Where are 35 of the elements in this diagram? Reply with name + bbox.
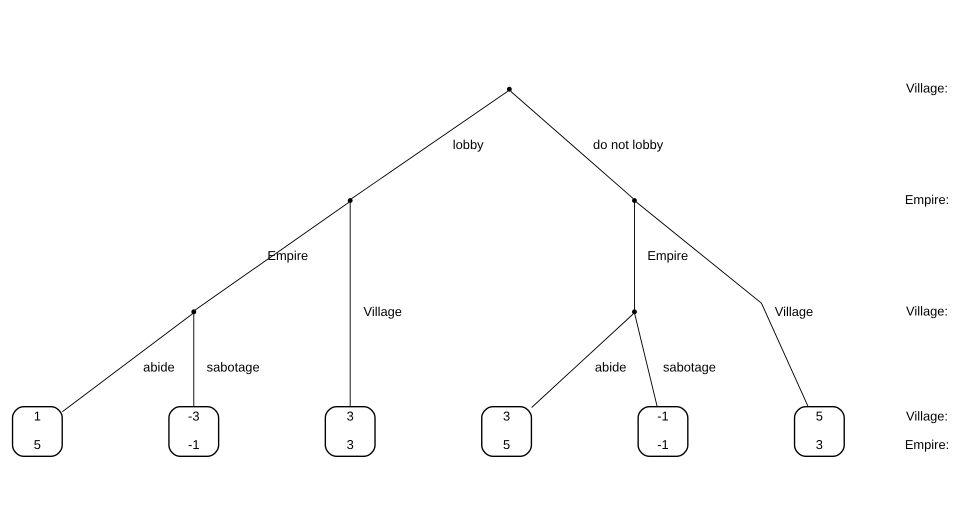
node-box: 3 5 [481, 406, 532, 457]
label: Village: [906, 80, 948, 96]
connector [531, 314, 634, 408]
connector [350, 90, 508, 200]
connector [62, 313, 193, 412]
node-point [191, 309, 196, 314]
node-box: 1 5 [12, 406, 63, 457]
edge-label: Village [364, 304, 402, 319]
connector [634, 314, 658, 407]
edge-label: lobby [452, 136, 484, 152]
node-point [506, 86, 512, 92]
connector [634, 202, 635, 310]
node-box: 3 3 [324, 406, 376, 457]
edge-label: do not lobby [593, 136, 664, 152]
edge-label: abide [594, 359, 626, 374]
edge-label: abide [143, 359, 175, 374]
node-box: 5 3 [794, 406, 845, 457]
node-point [632, 198, 637, 203]
edge-label: Empire [647, 248, 688, 264]
label: Empire: [904, 437, 950, 452]
node-point [632, 309, 637, 314]
label: Empire: [904, 192, 950, 207]
connector [193, 314, 194, 407]
connector [350, 202, 351, 407]
edge-label: Village [774, 304, 814, 319]
edge-label: sabotage [662, 359, 716, 374]
edge-label: sabotage [206, 359, 260, 374]
node-point [348, 198, 353, 203]
label: Village: [906, 408, 948, 424]
connector [510, 90, 634, 200]
node-box: -1 -1 [637, 406, 689, 457]
node-box: -3 -1 [168, 406, 220, 457]
connector [636, 202, 809, 407]
connector [194, 202, 350, 311]
label: Village: [906, 303, 948, 318]
